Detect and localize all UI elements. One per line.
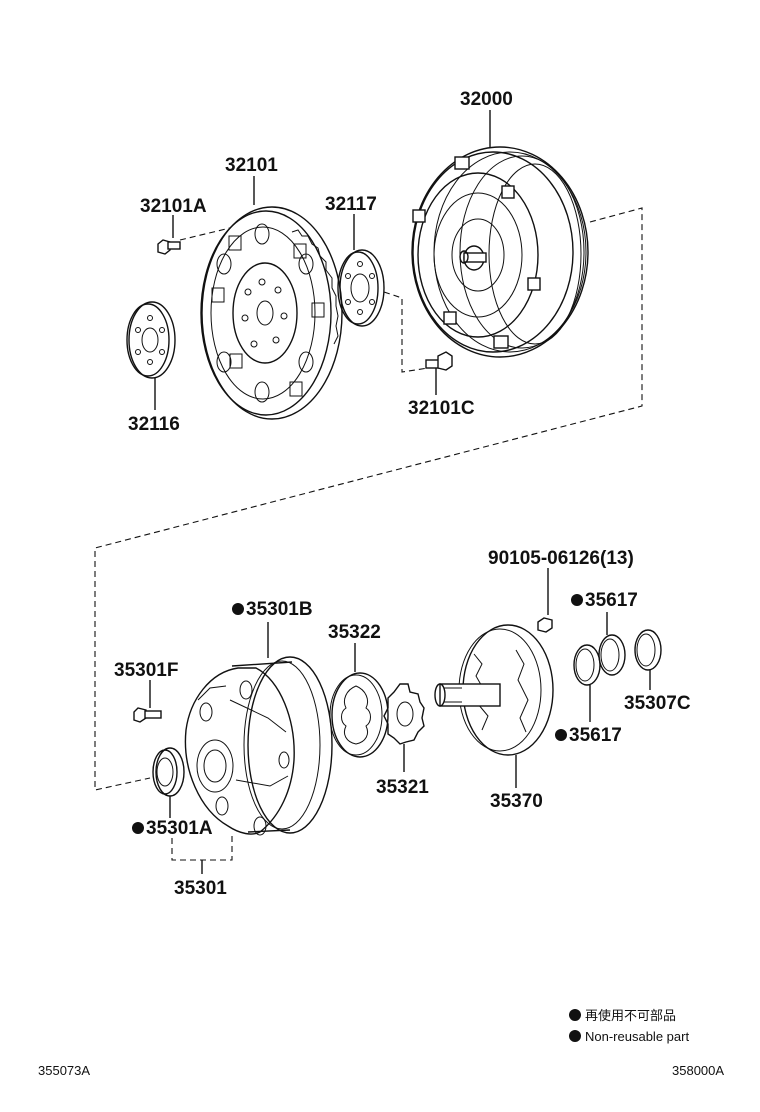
legend-text-english: Non-reusable part (585, 1029, 689, 1044)
legend-dot-1 (569, 1009, 581, 1021)
label-35301A: 35301A (146, 818, 213, 839)
legend-dot-2 (569, 1030, 581, 1042)
bolt-90105-06126[interactable] (537, 617, 553, 633)
label-32116: 32116 (128, 414, 180, 435)
bolt-32101A[interactable] (157, 227, 231, 255)
bolt-35301F[interactable] (133, 707, 162, 723)
spacer-32116[interactable] (126, 301, 176, 379)
label-35301B: 35301B (246, 599, 313, 620)
label-32101A: 32101A (140, 196, 207, 217)
legend-text-japanese: 再使用不可部品 (585, 1008, 676, 1023)
label-35370: 35370 (490, 791, 543, 812)
leader-lines (149, 110, 651, 874)
label-32117: 32117 (325, 194, 377, 215)
driven-gear-35322[interactable] (329, 672, 389, 758)
label-32000: 32000 (460, 89, 513, 110)
bolt-32101C[interactable] (425, 351, 453, 371)
ring-35307C[interactable] (634, 629, 662, 671)
drive-gear-35321[interactable] (383, 683, 425, 745)
drive-plate-32101[interactable] (200, 206, 343, 420)
plate-32117[interactable] (337, 249, 429, 373)
label-35322: 35322 (328, 622, 381, 643)
label-35617-upper: 35617 (585, 590, 638, 611)
seal-ring-35617-lower[interactable] (573, 644, 601, 686)
oil-seal-35301A[interactable] (152, 747, 185, 797)
label-32101: 32101 (225, 155, 278, 176)
non-reusable-dot-35301B (232, 603, 244, 615)
non-reusable-dot-35301A (132, 822, 144, 834)
label-35301F: 35301F (114, 660, 178, 681)
part-labels: 32000 32101 32101A 32117 32116 32101C 90… (114, 89, 691, 899)
label-35301: 35301 (174, 878, 227, 899)
dashed-boundary (94, 207, 643, 791)
label-32101C: 32101C (408, 398, 475, 419)
seal-ring-35617-upper[interactable] (598, 634, 626, 676)
pump-body-35301[interactable] (184, 656, 333, 836)
footer-left-code: 355073A (38, 1063, 90, 1078)
label-35617-lower: 35617 (569, 725, 622, 746)
non-reusable-dot-35617b (555, 729, 567, 741)
label-90105-06126: 90105-06126(13) (488, 548, 634, 569)
torque-converter-32000[interactable] (411, 146, 589, 358)
label-35307C: 35307C (624, 693, 691, 714)
stator-shaft-35370[interactable] (434, 624, 554, 756)
label-35321: 35321 (376, 777, 429, 798)
legend: 再使用不可部品 Non-reusable part (569, 1008, 689, 1044)
footer-right-code: 358000A (672, 1063, 724, 1078)
non-reusable-dot-35617a (571, 594, 583, 606)
